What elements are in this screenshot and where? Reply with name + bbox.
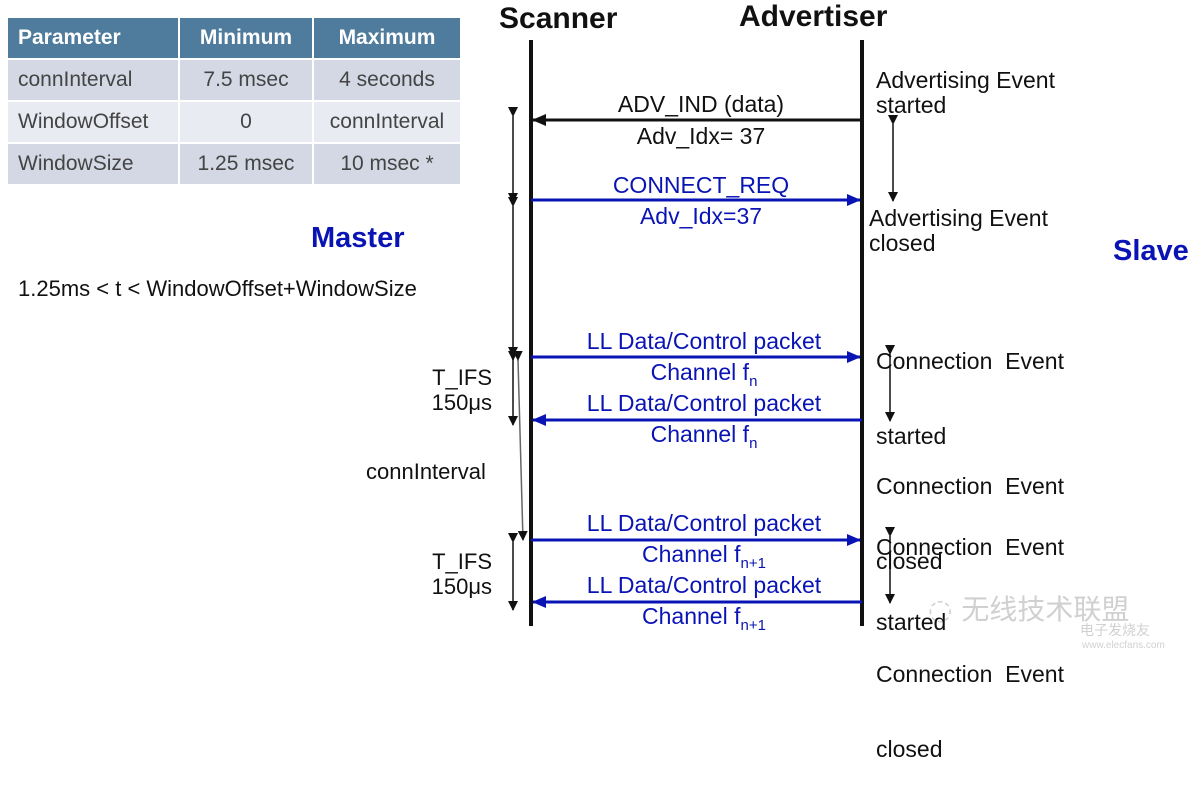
event-note: Advertising Event started [876,68,1055,118]
event-note-line1: Advertising Event [869,205,1048,231]
cell-minimum: 1.25 msec [180,144,312,184]
event-note-line2: closed [876,548,943,574]
cell-maximum: 10 msec * [314,144,460,184]
advertiser-title: Advertiser [739,0,888,33]
tifs-label-line1: T_IFS [432,365,492,390]
event-note: Advertising Event closed [869,206,1048,256]
event-note: Connection Event closed [876,424,1064,599]
watermark-brand: 无线技术联盟 [961,593,1130,626]
channel-text: Channel f [650,421,750,447]
tifs-label-line2: 150μs [431,574,492,599]
watermark-site-cn: 电子发烧友 [1080,622,1150,638]
header-parameter: Parameter [8,18,178,58]
scanner-title: Scanner [499,2,618,35]
header-minimum: Minimum [180,18,312,58]
window-constraint-label: 1.25ms < t < WindowOffset+WindowSize [18,276,417,301]
watermark-site-url: www.elecfans.com [1082,640,1165,651]
table-header-row: Parameter Minimum Maximum [8,18,460,58]
cell-minimum: 0 [180,102,312,142]
tifs-label: T_IFS 150μs [400,549,492,599]
master-label: Master [311,222,405,254]
wechat-icon: ◌ [928,593,962,626]
channel-text: Channel f [642,541,741,567]
cell-parameter: connInterval [8,60,178,100]
event-note-line1: Connection Event [876,534,1064,560]
message-label: LL Data/Control packet [586,328,822,354]
channel-subscript: n+1 [740,617,766,634]
event-note: Connection Event started [876,485,1064,660]
table-row: WindowOffset 0 connInterval [8,102,460,142]
table-row: connInterval 7.5 msec 4 seconds [8,60,460,100]
event-note-line1: Advertising Event [876,67,1055,93]
table-row: WindowSize 1.25 msec 10 msec * [8,144,460,184]
slave-label: Slave [1113,235,1189,267]
event-note-line1: Connection Event [876,473,1064,499]
event-note-line2: closed [869,230,936,256]
sequence-diagram [508,40,898,626]
message-label: CONNECT_REQ [612,172,790,198]
event-note-line1: Connection Event [876,348,1064,374]
header-maximum: Maximum [314,18,460,58]
conn-interval-label: connInterval [366,459,486,484]
cell-maximum: 4 seconds [314,60,460,100]
message-sublabel: Channel fn [539,359,869,389]
channel-text: Channel f [642,603,741,629]
conn-interval-arrow [512,350,528,541]
event-note: Connection Event started [876,299,1064,474]
message-label: LL Data/Control packet [586,390,822,416]
message-label: ADV_IND (data) [617,91,785,117]
tifs-label: T_IFS 150μs [400,365,492,415]
channel-subscript: n [749,435,758,452]
channel-subscript: n [749,373,758,390]
event-note-line2: started [876,423,947,449]
message-sublabel: Channel fn+1 [539,541,869,571]
tifs-label-line1: T_IFS [432,549,492,574]
event-note-line2: started [876,609,947,635]
cell-parameter: WindowSize [8,144,178,184]
channel-text: Channel f [650,359,750,385]
message-sublabel: Adv_Idx=37 [639,203,763,229]
event-note: Connection Event closed [876,612,1064,787]
watermark-text: ◌ 无线技术联盟 [928,588,1129,628]
event-note-line2: closed [876,736,943,762]
event-note-line2: started [876,92,947,118]
message-label: LL Data/Control packet [586,510,822,536]
tifs-label-line2: 150μs [431,390,492,415]
message-sublabel: Channel fn [539,421,869,451]
connection-parameter-table: Parameter Minimum Maximum connInterval 7… [6,16,462,186]
message-sublabel: Channel fn+1 [539,603,869,633]
channel-subscript: n+1 [740,555,766,572]
event-note-line1: Connection Event [876,661,1064,687]
cell-maximum: connInterval [314,102,460,142]
message-sublabel: Adv_Idx= 37 [636,123,766,149]
cell-minimum: 7.5 msec [180,60,312,100]
cell-parameter: WindowOffset [8,102,178,142]
message-label: LL Data/Control packet [586,572,822,598]
